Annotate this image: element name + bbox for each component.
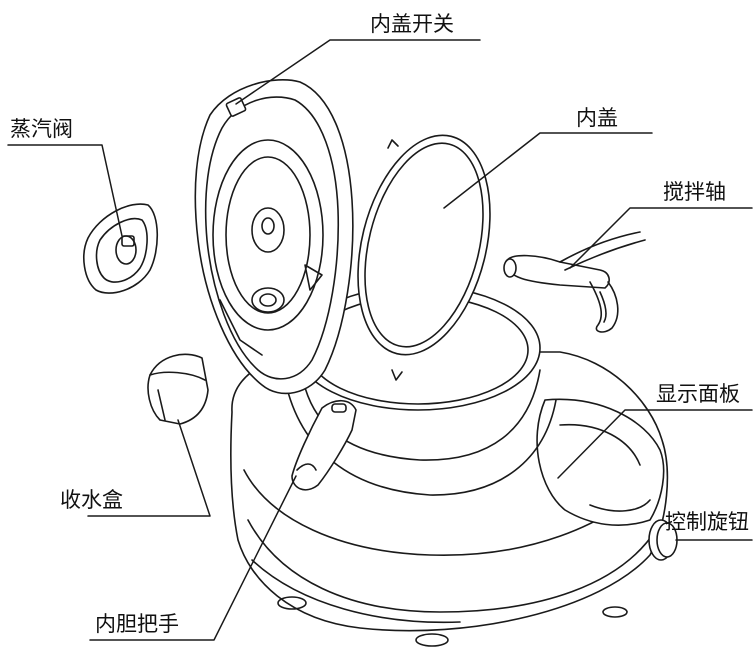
leader-display-panel [557, 409, 753, 479]
display-panel [536, 398, 665, 526]
label-inner-lid: 内盖 [576, 106, 618, 130]
leader-lines [7, 39, 753, 641]
leader-lid-switch [235, 39, 481, 105]
label-water-box: 收水盒 [60, 488, 123, 512]
control-knob [648, 519, 678, 561]
inner-lid [357, 134, 491, 381]
leader-water-box [87, 419, 211, 517]
upper-lid [194, 79, 354, 395]
label-display-panel: 显示面板 [656, 382, 740, 406]
label-lid-switch: 内盖开关 [370, 12, 454, 36]
label-inner-pot-handle: 内胆把手 [95, 612, 179, 636]
leader-stirring-shaft [569, 207, 753, 269]
stirring-shaft [503, 231, 646, 333]
label-steam-valve: 蒸汽阀 [10, 117, 73, 141]
steam-valve [83, 203, 159, 294]
leader-steam-valve [7, 144, 123, 237]
label-control-knob: 控制旋钮 [665, 510, 749, 534]
lid-switch [225, 97, 247, 117]
leader-inner-lid [443, 132, 653, 209]
water-box [147, 353, 209, 425]
label-stirring-shaft: 搅拌轴 [663, 180, 726, 204]
leader-inner-pot-handle [89, 475, 297, 641]
inner-pot-handle [291, 399, 357, 491]
